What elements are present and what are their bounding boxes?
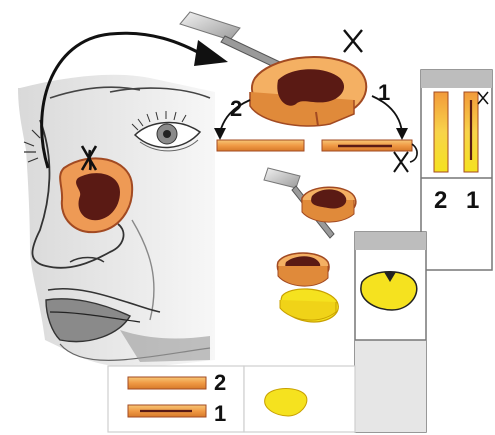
suture-mark-icon bbox=[394, 152, 408, 172]
tissue-block-mid bbox=[302, 187, 356, 222]
arrow-right-cut-head bbox=[396, 128, 408, 140]
legend-strips-box: 2 1 bbox=[108, 366, 244, 432]
excised-specimen bbox=[250, 57, 366, 126]
arrow-left-cut-head bbox=[214, 128, 226, 140]
label-legend-top: 2 bbox=[214, 370, 226, 395]
scalpel-blade-top bbox=[180, 12, 240, 40]
scalpel-handle-top bbox=[221, 36, 280, 68]
label-cut-right: 1 bbox=[378, 80, 390, 105]
label-panel-top: 1 bbox=[466, 187, 479, 214]
strip-left bbox=[217, 140, 304, 151]
tissue-top-side bbox=[278, 266, 328, 286]
scalpel-blade-mid bbox=[264, 168, 300, 188]
big-arrow-head bbox=[194, 40, 228, 66]
legend-yellow-box bbox=[244, 366, 355, 432]
slide-panel-header bbox=[421, 70, 492, 88]
label-legend-bottom: 1 bbox=[214, 401, 226, 426]
slide-panel-strips: 2 1 bbox=[421, 70, 492, 270]
vertical-strip-2 bbox=[434, 92, 448, 172]
legend-strip-2 bbox=[128, 377, 206, 389]
pupil bbox=[163, 130, 171, 138]
tissue-block-stacked bbox=[277, 253, 338, 322]
label-panel-bottom: 2 bbox=[434, 187, 447, 214]
fat-layer-side bbox=[280, 300, 336, 320]
slide-panel-yellow-header bbox=[355, 232, 426, 250]
suture-mark-icon bbox=[344, 30, 362, 52]
slide-panel-yellow-footer bbox=[355, 340, 426, 432]
label-cut-left: 2 bbox=[230, 96, 242, 121]
slide-panel-yellow bbox=[355, 232, 426, 432]
